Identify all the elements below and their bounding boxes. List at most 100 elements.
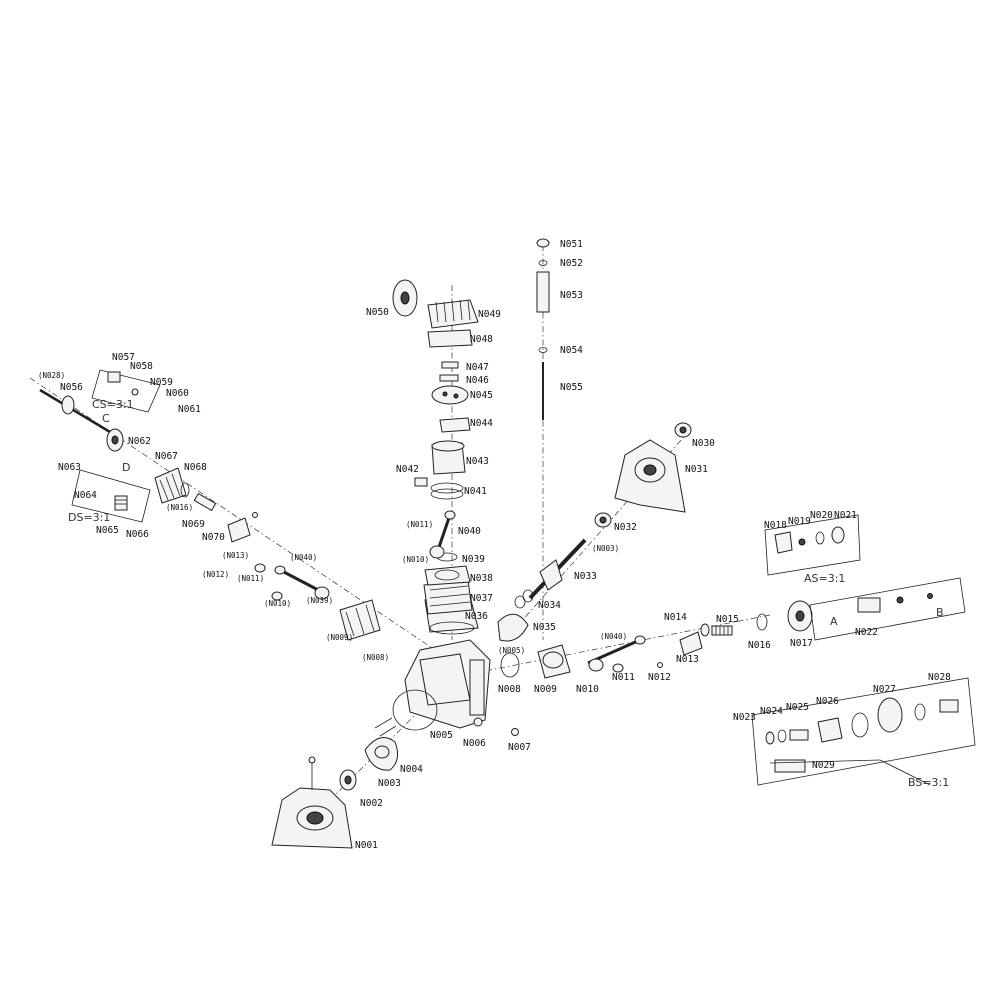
label-n050: N050 xyxy=(366,307,389,318)
part-labels: N001 N002 N003 N004 N005 N006 N007 N008 … xyxy=(58,239,951,851)
label-n063: N063 xyxy=(58,462,81,473)
label-n070: N070 xyxy=(202,532,225,543)
label-n027: N027 xyxy=(873,684,896,695)
part-n070-ring xyxy=(252,512,258,518)
note-cs-scale: CS=3:1 xyxy=(92,398,134,411)
label-n013: N013 xyxy=(676,654,699,665)
label-n028: N028 xyxy=(928,672,951,683)
label-n029: N029 xyxy=(812,760,835,771)
label-n018: N018 xyxy=(764,520,787,531)
label-n062: N062 xyxy=(128,436,151,447)
part-n002-bearing xyxy=(339,769,357,791)
part-n034-bearing xyxy=(514,589,534,609)
part-n041-rings xyxy=(430,482,464,500)
label-n008: N008 xyxy=(498,684,521,695)
label-n049: N049 xyxy=(478,309,501,320)
label-n023: N023 xyxy=(733,712,756,723)
label-n058: N058 xyxy=(130,361,153,372)
part-n005-crankcase xyxy=(392,639,491,731)
part-n037-cylinder-body xyxy=(423,579,473,615)
label-n052: N052 xyxy=(560,258,583,269)
label-n010: N010 xyxy=(576,684,599,695)
note-a: A xyxy=(830,615,838,628)
label-n011: N011 xyxy=(612,672,635,683)
label-n032: N032 xyxy=(614,522,637,533)
label-n068: N068 xyxy=(184,462,207,473)
label-n009: N009 xyxy=(534,684,557,695)
ref-n011-top: (N011) xyxy=(406,520,433,529)
part-n032-bearing xyxy=(594,512,612,528)
part-n013-piston xyxy=(679,631,703,656)
label-n015: N015 xyxy=(716,614,739,625)
note-as-scale: AS=3:1 xyxy=(804,572,845,585)
label-n051: N051 xyxy=(560,239,583,250)
part-n022-valve xyxy=(809,577,966,641)
part-n030-seal xyxy=(674,422,692,438)
ref-n040-left: (N040) xyxy=(290,553,317,562)
label-n057: N057 xyxy=(112,352,135,363)
label-n054: N054 xyxy=(560,345,583,356)
label-n060: N060 xyxy=(166,388,189,399)
part-n012-clip xyxy=(657,662,663,668)
label-n069: N069 xyxy=(182,519,205,530)
label-n044: N044 xyxy=(470,418,493,429)
part-n046-reed xyxy=(439,374,459,382)
ref-n010-top: (N010) xyxy=(402,555,429,564)
label-n047: N047 xyxy=(466,362,489,373)
detail-notes: CS=3:1 C D DS=3:1 AS=3:1 A B BS=3:1 xyxy=(68,398,949,789)
label-n045: N045 xyxy=(470,390,493,401)
label-n043: N043 xyxy=(466,456,489,467)
part-n069-piston xyxy=(227,517,251,543)
label-n016: N016 xyxy=(748,640,771,651)
detail-box-as xyxy=(764,514,861,576)
label-n040: N040 xyxy=(458,526,481,537)
label-n039: N039 xyxy=(462,554,485,565)
label-n053: N053 xyxy=(560,290,583,301)
part-n011-pin xyxy=(612,663,624,673)
label-n034: N034 xyxy=(538,600,561,611)
part-n056-shaft xyxy=(39,388,111,434)
note-c: C xyxy=(102,412,110,425)
label-n021: N021 xyxy=(834,510,857,521)
label-n048: N048 xyxy=(470,334,493,345)
part-n016-oring xyxy=(756,613,768,631)
note-b: B xyxy=(936,606,944,619)
part-n068-valve xyxy=(154,467,187,504)
part-n045-valve-plate xyxy=(431,385,469,405)
part-n031-housing xyxy=(614,439,686,513)
note-ds-scale: DS=3:1 xyxy=(68,511,110,524)
part-n051-cap xyxy=(536,238,550,248)
part-n035-counterweight xyxy=(497,613,529,642)
label-n019: N019 xyxy=(788,516,811,527)
detail-box-bs xyxy=(751,677,976,786)
part-n003-plate xyxy=(364,737,399,771)
label-n061: N061 xyxy=(178,404,201,415)
part-pin-left xyxy=(254,563,283,601)
part-n054-oring xyxy=(538,347,548,353)
label-n003: N003 xyxy=(378,778,401,789)
part-n065-spring xyxy=(114,495,128,511)
label-n001: N001 xyxy=(355,840,378,851)
label-n041: N041 xyxy=(464,486,487,497)
label-n038: N038 xyxy=(470,573,493,584)
ref-n009: (N009) xyxy=(326,633,353,642)
leader-bs xyxy=(769,759,931,786)
ref-n039: (N039) xyxy=(306,596,333,605)
note-bs-scale: BS=3:1 xyxy=(908,776,949,789)
label-n059: N059 xyxy=(150,377,173,388)
label-n024: N024 xyxy=(760,706,783,717)
label-n025: N025 xyxy=(786,702,809,713)
ref-n028: (N028) xyxy=(38,371,65,380)
axis-lines xyxy=(29,245,771,801)
label-n067: N067 xyxy=(155,451,178,462)
detail-box-ds xyxy=(71,469,151,523)
detail-box-cs xyxy=(91,369,161,413)
label-n042: N042 xyxy=(396,464,419,475)
ref-n008: (N008) xyxy=(362,653,389,662)
part-n015-spring xyxy=(711,625,733,636)
reference-labels: (N028) (N040) (N013) (N012) (N011) (N010… xyxy=(38,371,627,662)
label-n005: N005 xyxy=(430,730,453,741)
note-d: D xyxy=(122,461,130,474)
